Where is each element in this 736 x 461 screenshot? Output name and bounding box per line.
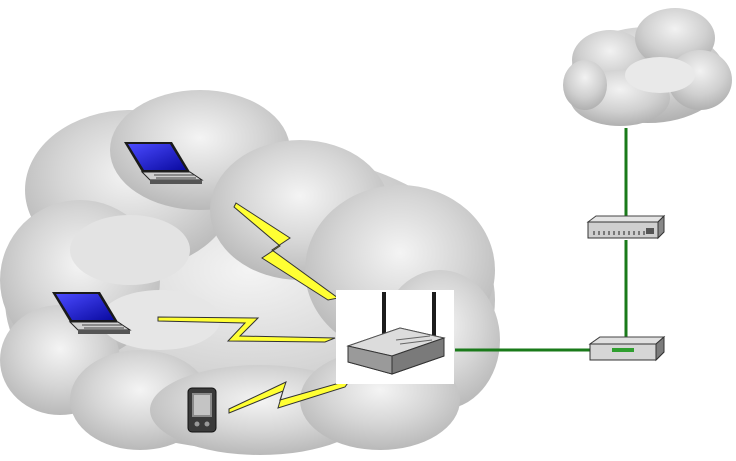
pda-icon [188, 388, 216, 432]
internet-cloud-icon [563, 8, 732, 126]
modem-icon [590, 337, 664, 360]
network-switch-icon [588, 216, 664, 238]
wireless-router-icon [336, 290, 454, 384]
